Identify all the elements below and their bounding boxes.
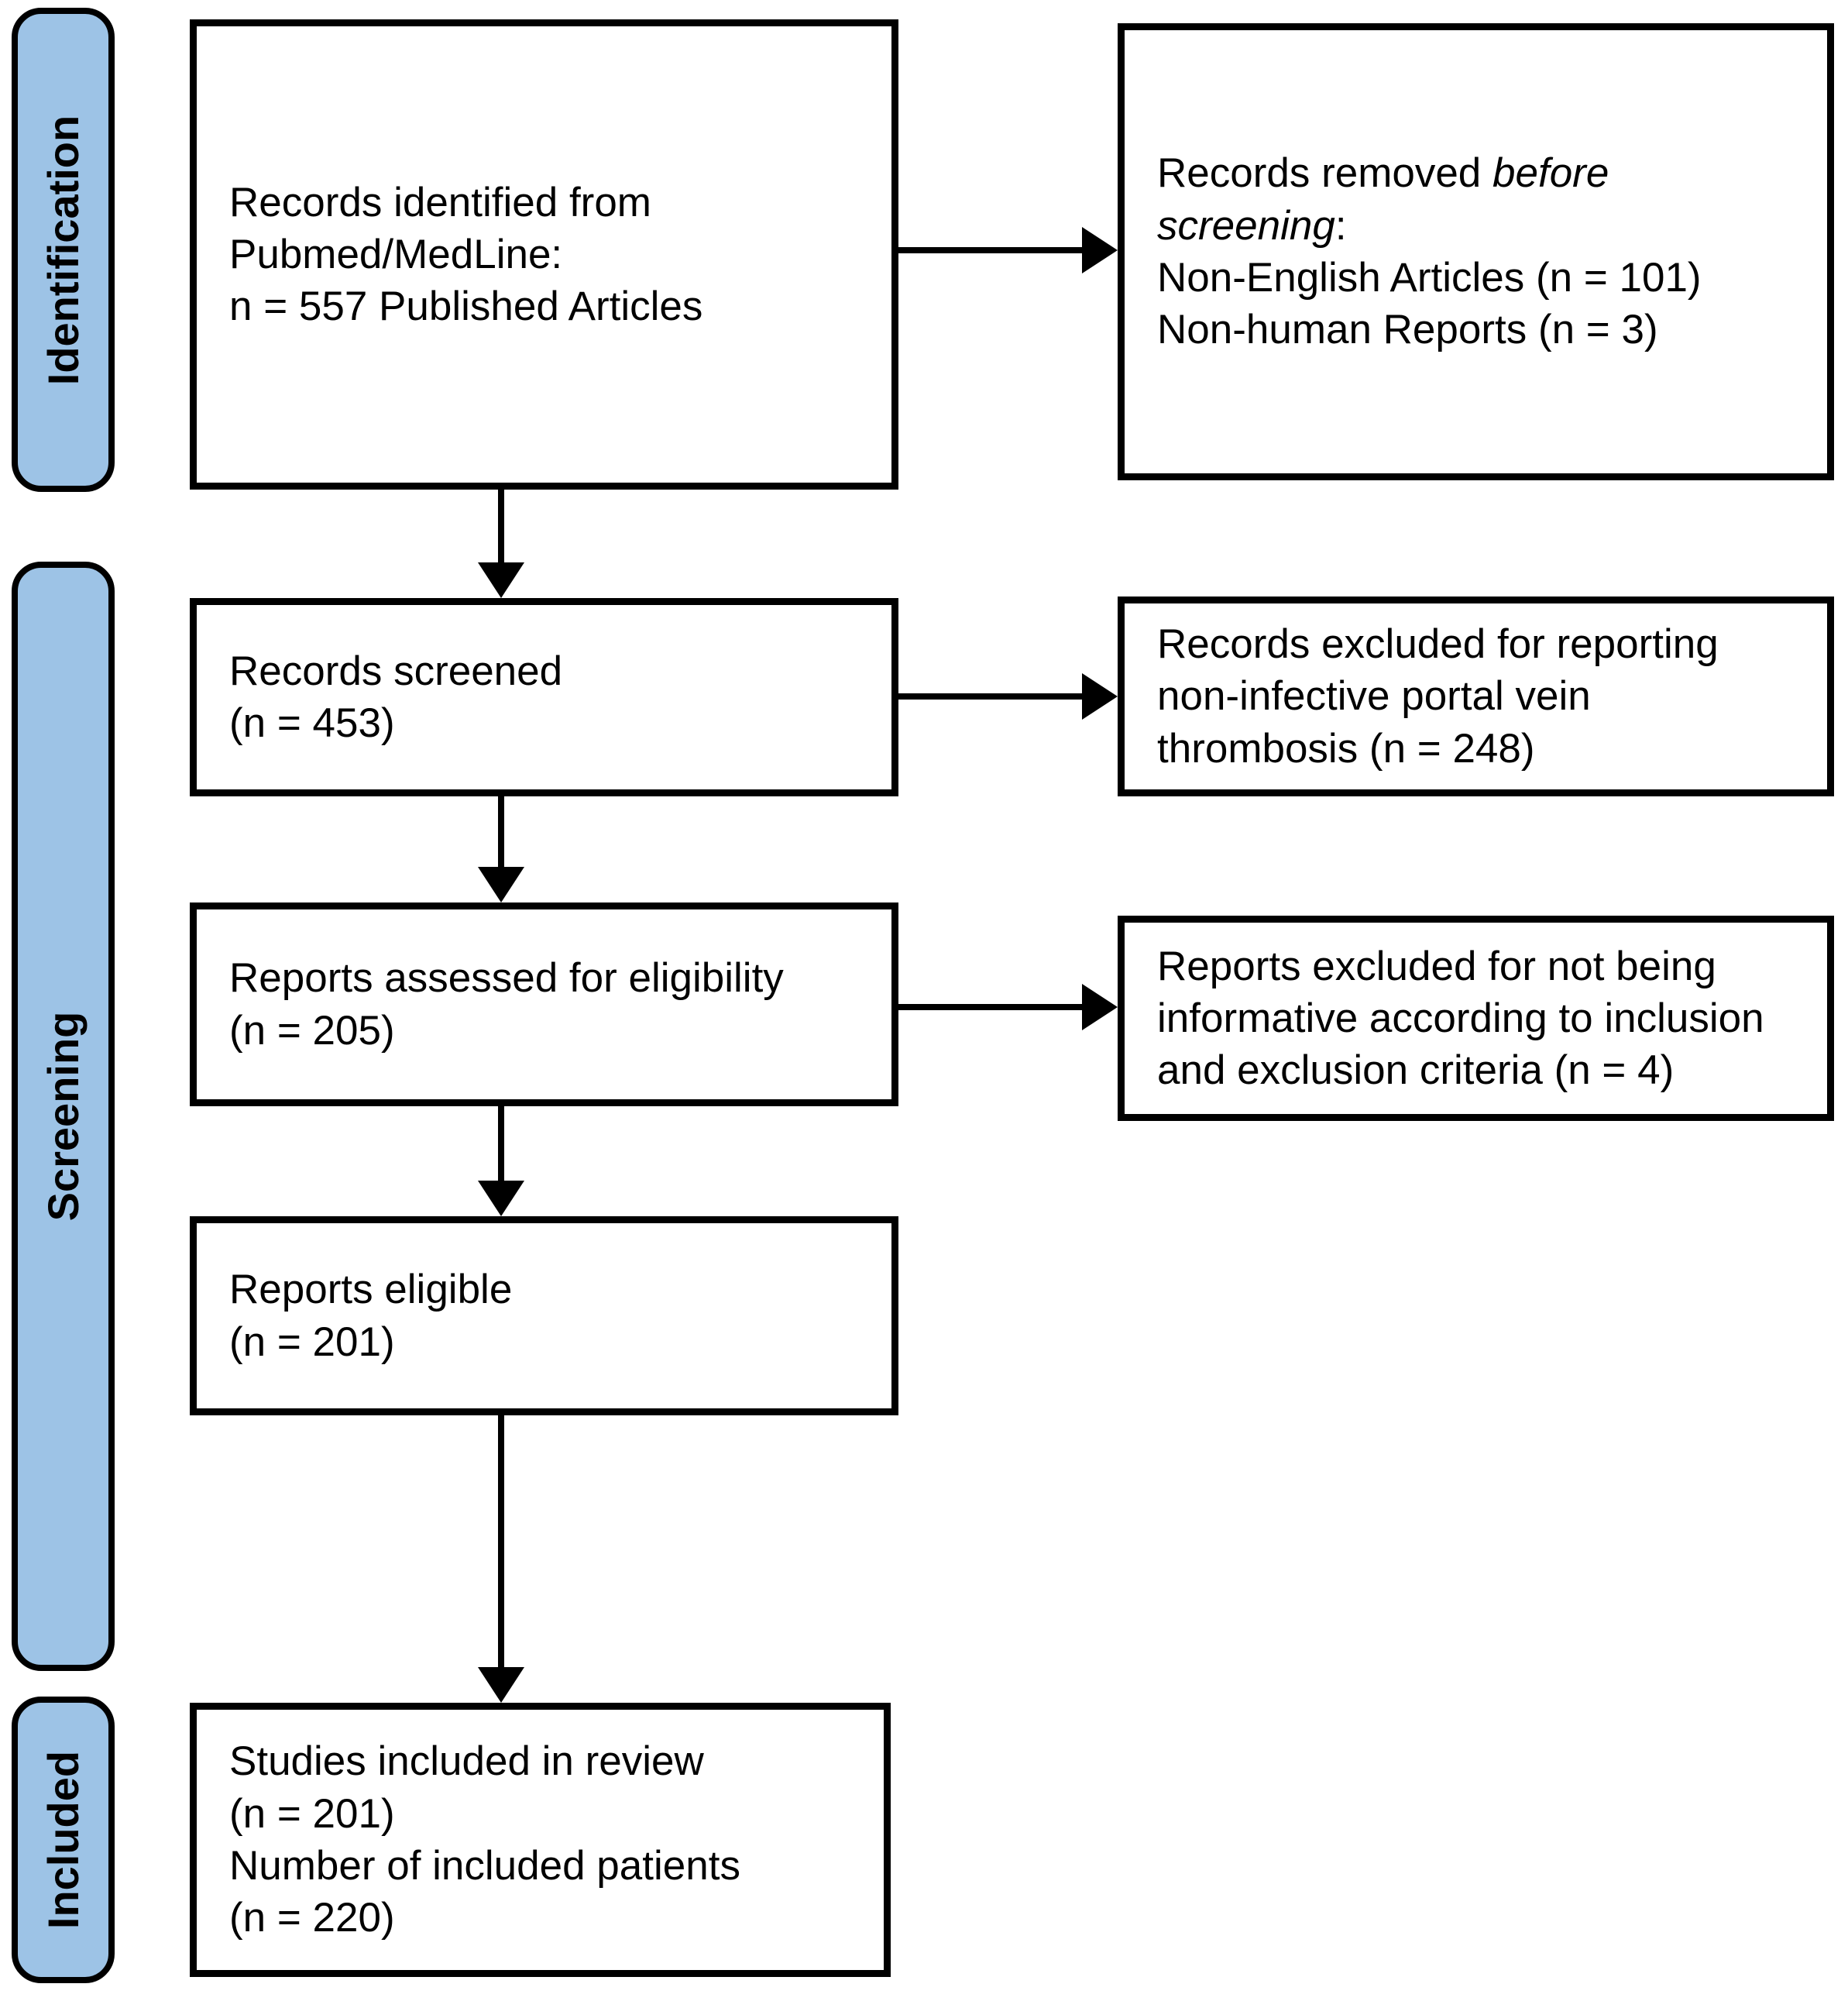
box-text-line: (n = 205): [229, 1007, 395, 1054]
arrowhead-down-icon: [478, 1181, 524, 1216]
stage-bar-screening: Screening: [12, 562, 115, 1671]
arrow-line: [498, 1415, 504, 1670]
arrow-line: [498, 1106, 504, 1184]
arrowhead-down-icon: [478, 867, 524, 903]
box-text-line: Reports eligible: [229, 1267, 513, 1313]
box-text-line: (n = 201): [229, 1319, 395, 1365]
arrowhead-down-icon: [478, 1667, 524, 1703]
box-text-line: non-infective portal vein: [1157, 673, 1591, 720]
box-text-line: Pubmed/MedLine:: [229, 231, 563, 277]
box-reports-eligible: Reports eligible (n = 201): [190, 1216, 898, 1415]
box-text-line: Records identified from: [229, 179, 651, 225]
stage-label-screening: Screening: [38, 1011, 88, 1222]
box-text-line: informative according to inclusion: [1157, 995, 1764, 1041]
box-text-line: (n = 201): [229, 1790, 395, 1837]
arrow-line: [498, 796, 504, 870]
box-text-line: Records screened: [229, 648, 563, 694]
box-text-line: Reports excluded for not being: [1157, 943, 1716, 989]
box-text-line: n = 557 Published Articles: [229, 284, 703, 330]
box-text-segment: :: [1334, 202, 1347, 249]
box-text-line: Non-English Articles (n = 101): [1157, 255, 1702, 301]
arrowhead-down-icon: [478, 562, 524, 598]
box-text-line: (n = 220): [229, 1895, 395, 1941]
stage-bar-included: Included: [12, 1697, 115, 1983]
box-text-segment-italic: screening: [1157, 202, 1335, 249]
arrowhead-right-icon: [1082, 984, 1118, 1030]
box-text-line: Non-human Reports (n = 3): [1157, 307, 1658, 353]
arrow-line: [897, 247, 1084, 253]
box-text-line: Records excluded for reporting: [1157, 621, 1719, 668]
box-text-segment-italic: before: [1492, 150, 1609, 197]
box-text-line: screening:: [1157, 200, 1819, 252]
box-text-line: Reports assessed for eligibility: [229, 955, 784, 1002]
stage-label-included: Included: [38, 1750, 88, 1930]
box-reports-assessed: Reports assessed for eligibility (n = 20…: [190, 903, 898, 1106]
box-text-line: and exclusion criteria (n = 4): [1157, 1047, 1675, 1094]
box-text-line: Records removed before: [1157, 147, 1819, 199]
box-records-identified: Records identified from Pubmed/MedLine: …: [190, 19, 898, 490]
arrow-line: [897, 693, 1084, 700]
box-reports-excluded: Reports excluded for not being informati…: [1118, 916, 1834, 1121]
box-text-segment: Records removed: [1157, 150, 1493, 197]
box-text-line: thrombosis (n = 248): [1157, 725, 1535, 772]
stage-bar-identification: Identification: [12, 8, 115, 492]
box-records-screened: Records screened (n = 453): [190, 598, 898, 796]
arrow-line: [498, 490, 504, 566]
box-records-removed: Records removed before screening: Non-En…: [1118, 23, 1834, 480]
box-text-line: Studies included in review: [229, 1738, 704, 1785]
box-text-line: Number of included patients: [229, 1843, 740, 1889]
box-text-line: (n = 453): [229, 700, 395, 746]
arrowhead-right-icon: [1082, 673, 1118, 720]
box-records-excluded: Records excluded for reporting non-infec…: [1118, 597, 1834, 796]
box-studies-included: Studies included in review (n = 201) Num…: [190, 1703, 891, 1977]
arrowhead-right-icon: [1082, 227, 1118, 273]
stage-label-identification: Identification: [38, 115, 88, 385]
arrow-line: [897, 1004, 1084, 1010]
